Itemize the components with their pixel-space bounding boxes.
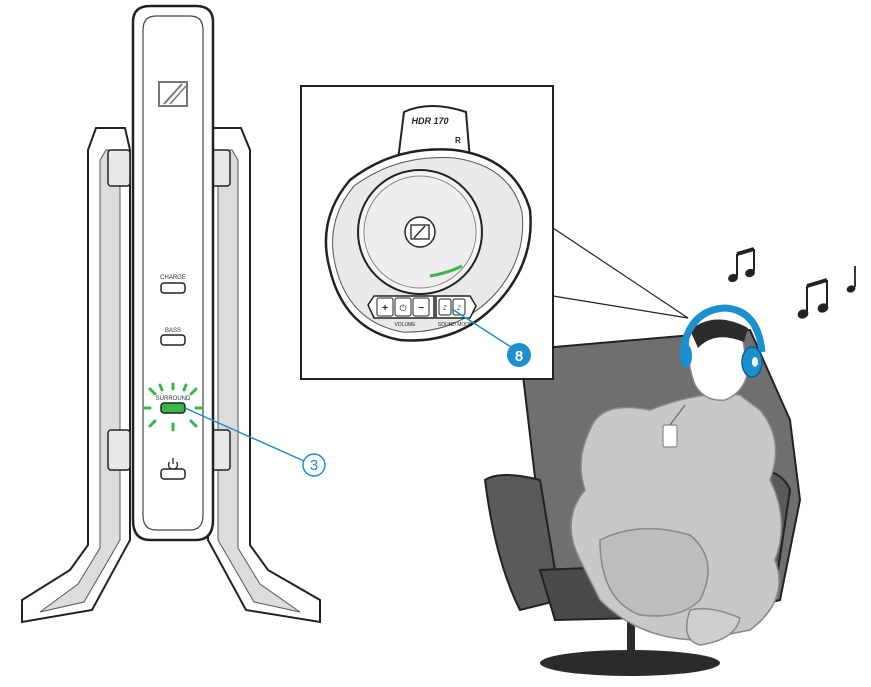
- stand-left-leg: [21, 127, 131, 624]
- callout-3-number: 3: [310, 457, 318, 474]
- sennheiser-logo-icon: [404, 216, 436, 248]
- drink-glass: [662, 424, 678, 448]
- headphone-inset: HDR 170 R + ⏻ −: [300, 85, 554, 380]
- person-legs: [599, 527, 709, 617]
- svg-text:⏻: ⏻: [399, 303, 406, 314]
- speech-mode-button[interactable]: ♪: [452, 298, 466, 316]
- charge-label: CHARGE: [160, 275, 186, 281]
- surround-led: [160, 402, 186, 414]
- volume-up-button[interactable]: +: [376, 297, 394, 317]
- model-label: HDR 170: [411, 116, 448, 126]
- person-foot: [685, 607, 741, 646]
- headphone-power-button[interactable]: ⏻: [394, 297, 412, 317]
- surround-label: SURROUND: [156, 396, 191, 402]
- headphone-status-led: [429, 264, 463, 278]
- svg-text:♪: ♪: [443, 304, 447, 312]
- chair-stem: [627, 610, 635, 662]
- power-button[interactable]: [160, 458, 186, 480]
- volume-button-group: + ⏻ − VOLUME: [367, 295, 435, 328]
- sennheiser-logo-icon: [158, 81, 188, 107]
- side-marker: R: [455, 136, 461, 145]
- bass-button[interactable]: BASS: [160, 328, 186, 346]
- callout-8-number: 8: [515, 348, 523, 365]
- svg-text:♪: ♪: [457, 304, 461, 312]
- listener-scene: [483, 304, 802, 676]
- svg-text:−: −: [418, 303, 424, 314]
- sound-mode-button-group: ♪ ♪ SOUND MODE: [435, 295, 477, 328]
- callout-8: 8: [451, 308, 531, 367]
- zoom-lines: [552, 227, 689, 319]
- sound-mode-button[interactable]: ♪: [438, 298, 452, 316]
- surround-glow-rays: [142, 382, 204, 432]
- charge-button[interactable]: CHARGE: [160, 275, 186, 294]
- music-notes-icon: [797, 266, 856, 319]
- transmitter-body: [131, 4, 215, 542]
- bass-label: BASS: [165, 328, 181, 334]
- volume-label: VOLUME: [394, 322, 416, 328]
- headphones-worn: [679, 304, 766, 378]
- music-note-icon: [728, 247, 755, 283]
- drink-straw: [669, 404, 686, 426]
- person-hair: [690, 319, 748, 348]
- surround-button[interactable]: SURROUND: [156, 396, 191, 414]
- volume-down-button[interactable]: −: [412, 297, 430, 317]
- chair-base: [540, 650, 720, 676]
- callout-3: 3: [184, 407, 326, 477]
- transmitter: CHARGE BASS SURROUND: [21, 4, 321, 624]
- sound-mode-label: SOUND MODE: [438, 322, 473, 328]
- svg-text:+: +: [382, 303, 388, 314]
